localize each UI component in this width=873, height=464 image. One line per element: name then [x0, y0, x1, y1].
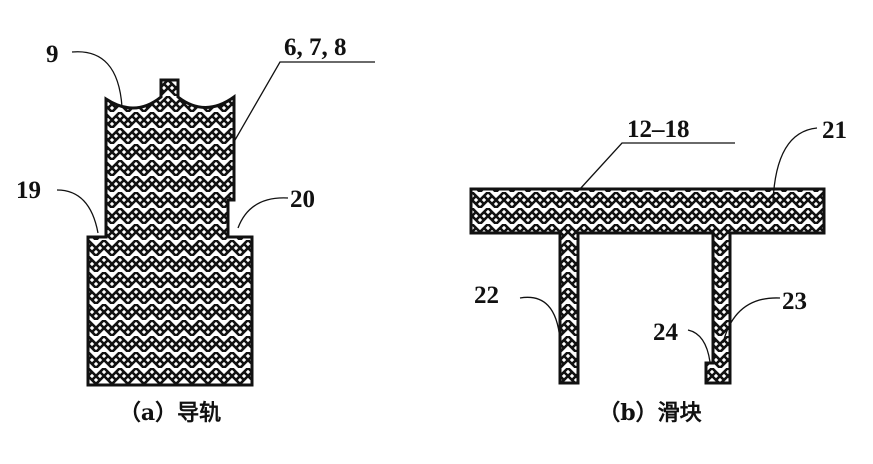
leader-23	[722, 297, 781, 344]
leader-21	[772, 127, 818, 203]
label-20: 20	[290, 186, 315, 213]
leader-22	[519, 296, 561, 341]
label-12-18: 12–18	[627, 116, 690, 143]
label-21: 21	[822, 117, 847, 144]
label-24: 24	[653, 319, 679, 346]
label-9: 9	[46, 41, 59, 68]
leader-9	[71, 51, 123, 108]
label-19: 19	[16, 177, 41, 204]
leader-19	[56, 189, 99, 234]
leader-24	[687, 329, 711, 363]
slider-body	[469, 187, 826, 385]
guide-rail-body	[86, 78, 254, 387]
caption-a: （a）导轨	[119, 400, 221, 426]
label-23: 23	[782, 288, 807, 315]
caption-b: （b）滑块	[598, 400, 702, 426]
label-22: 22	[474, 282, 499, 309]
leader-6-7-8	[234, 61, 375, 141]
slider-figure: 12–18 21 22 23 24 （b）滑块	[469, 116, 847, 426]
leader-12-18	[579, 142, 735, 190]
leader-20	[237, 197, 289, 229]
guide-rail-figure: 9 6, 7, 8 19 20 （a）导轨	[16, 34, 375, 426]
label-6-7-8: 6, 7, 8	[284, 34, 347, 61]
